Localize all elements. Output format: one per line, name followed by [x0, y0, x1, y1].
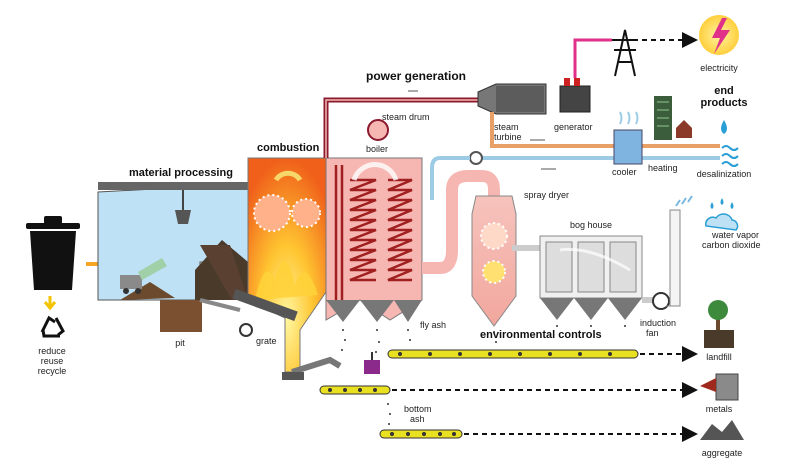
stack-emission [675, 195, 693, 207]
bag-house-label: bog house [570, 220, 612, 230]
cooler [613, 129, 643, 165]
spray-burst-bottom [482, 260, 506, 284]
fly-ash-label: fly ash [420, 320, 446, 330]
aggregate-label: aggregate [702, 448, 743, 458]
waste-pile-left [120, 282, 175, 300]
cloud-icon [705, 213, 739, 231]
desalinization-waves [721, 145, 739, 167]
combustion-label: combustion [257, 142, 320, 154]
grate-label: grate [256, 336, 277, 346]
rain-drops [710, 198, 734, 209]
material-processing-label: material processing [129, 167, 233, 179]
metals-label: metals [706, 404, 733, 414]
tree-icon [708, 300, 728, 330]
steam-drum-label: steam drum [382, 112, 430, 122]
pit-label: pit [175, 338, 185, 348]
boiler-tubes [334, 165, 413, 300]
recycle-label: recycle [38, 366, 67, 376]
bottom-ash-label-2: ash [410, 414, 425, 424]
desalinization-label: desalinization [697, 169, 752, 179]
ash-transfer [282, 372, 304, 380]
landfill-ground [704, 330, 734, 348]
steam-turbine-label-2: turbine [494, 132, 522, 142]
magnet [364, 360, 380, 374]
bottom-ash-label-1: bottom [404, 404, 432, 414]
spray-burst-top [480, 222, 508, 250]
induction-fan-label-1: induction [640, 318, 676, 328]
flames [255, 261, 318, 300]
pit [160, 300, 202, 332]
steam-drum [367, 119, 389, 141]
hot-air-arrow [273, 170, 303, 182]
steam-pipe-inner [325, 99, 478, 158]
heating-label: heating [648, 163, 678, 173]
spray-dryer-label: spray dryer [524, 190, 569, 200]
crane-rail [98, 182, 248, 190]
water-vapor-label: water vapor [711, 230, 759, 240]
recycle-icon [40, 315, 65, 338]
water-pump [469, 151, 483, 165]
grate-wheel [239, 323, 253, 337]
water-drop-icon [721, 120, 727, 134]
electric-line [573, 38, 612, 78]
crane-claw [175, 210, 191, 224]
trash-bin-icon [26, 216, 80, 290]
end-products-label-2: products [700, 97, 747, 109]
electricity-label: electricity [700, 63, 738, 73]
induction-fan-label-2: fan [646, 328, 659, 338]
boiler-label: boiler [366, 144, 388, 154]
cooler-label: cooler [612, 167, 637, 177]
house-icon [676, 120, 692, 138]
lightning-icon [712, 18, 730, 54]
metals-icon [715, 373, 739, 401]
fire-burst-right [291, 198, 321, 228]
steam-turbine-label-1: steam [494, 122, 519, 132]
truck-icon [120, 258, 167, 294]
flue-duct [422, 170, 500, 274]
boiler-hoppers [326, 300, 422, 322]
end-products-label-1: end [714, 85, 734, 97]
grate [232, 289, 298, 321]
hot-water-pipe [490, 112, 720, 148]
carbon-dioxide-label: carbon dioxide [702, 240, 761, 250]
steam-pipe [323, 97, 478, 158]
landfill-label: landfill [706, 352, 732, 362]
feed-chute [200, 245, 248, 300]
reuse-label: reuse [41, 356, 64, 366]
bottom-ash-chute [291, 356, 342, 375]
bottom-ash-conveyor [319, 385, 391, 395]
feedwater-pipe [430, 156, 470, 200]
down-arrow [43, 296, 57, 311]
fly-ash-conveyor [387, 349, 639, 359]
stack [669, 209, 681, 307]
induction-fan [652, 292, 670, 310]
bag-house-hoppers [540, 298, 642, 320]
fire-burst-left [253, 194, 291, 232]
generator-label: generator [554, 122, 593, 132]
aggregate-conveyor [379, 429, 463, 439]
transmission-tower-icon [612, 29, 638, 77]
falling-ash [341, 325, 626, 353]
power-generation-label: power generation [366, 69, 466, 83]
reduce-label: reduce [38, 346, 66, 356]
aggregate-pile [700, 420, 744, 440]
environmental-controls-label: environmental controls [480, 329, 602, 341]
generator [559, 85, 591, 113]
flue-arrow [351, 162, 399, 181]
